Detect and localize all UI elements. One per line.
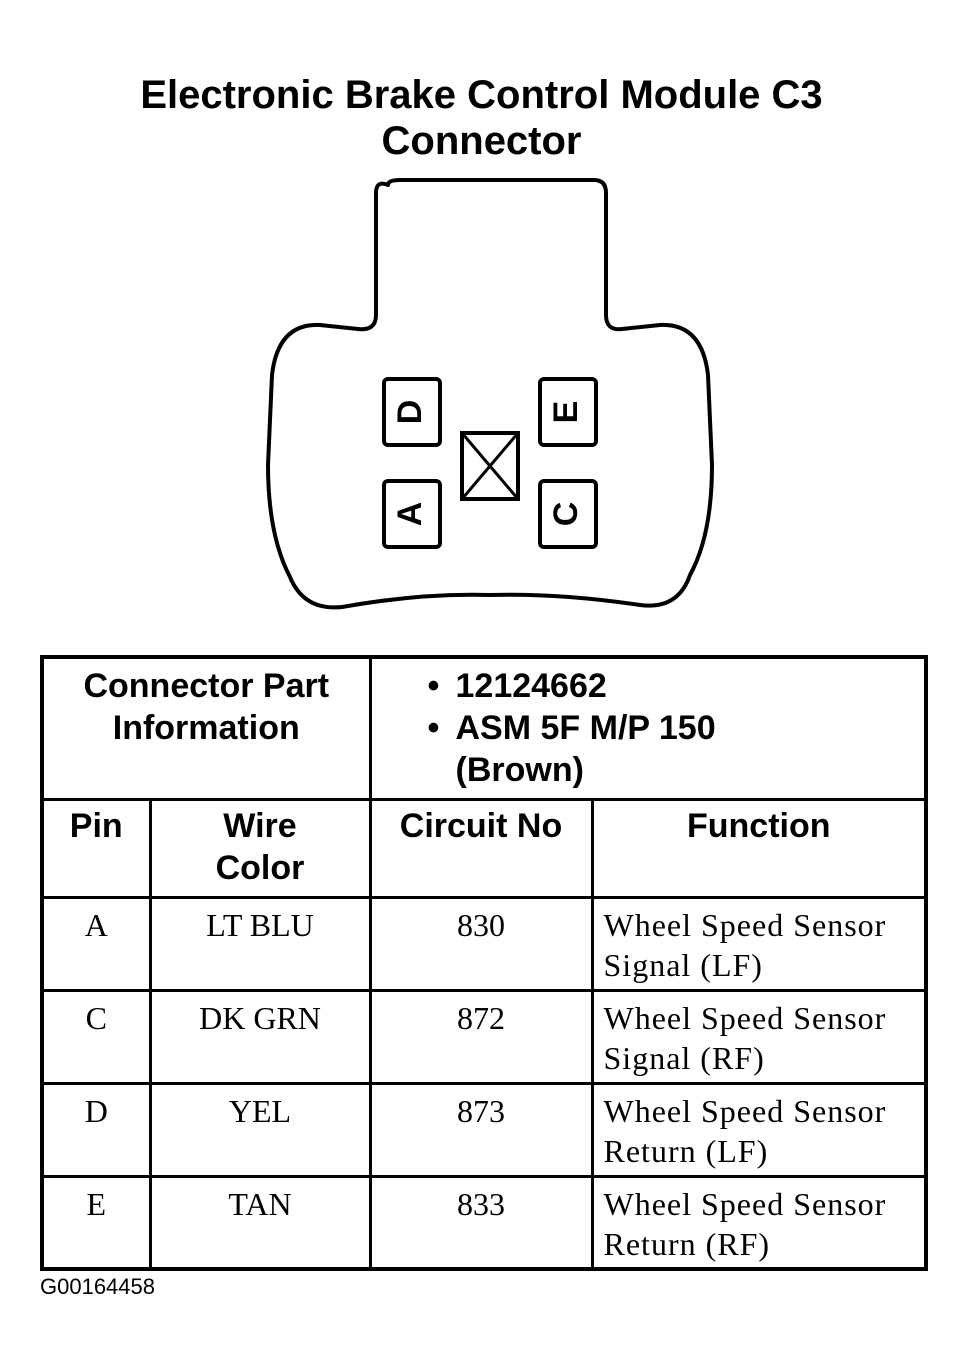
pin-d-label: D	[391, 400, 429, 425]
cell-pin: C	[40, 988, 152, 1085]
cell-function: Wheel Speed Sensor Signal (RF)	[590, 988, 928, 1085]
cell-function: Wheel Speed Sensor Return (LF)	[590, 1081, 928, 1178]
cell-wire-color: YEL	[148, 1081, 372, 1178]
cell-function-line2: Signal (RF)	[603, 1039, 765, 1076]
part-info-row: Connector Part Information •12124662 •AS…	[40, 655, 928, 801]
cell-function: Wheel Speed Sensor Return (RF)	[590, 1174, 928, 1271]
connector-outline	[266, 178, 714, 610]
pin-a-label: A	[391, 502, 429, 527]
cell-wire-color: LT BLU	[148, 895, 372, 992]
part-info-values: •12124662 •ASM 5F M/P 150 (Brown)	[368, 655, 928, 801]
cell-function-line2: Return (LF)	[603, 1132, 769, 1169]
cell-function-line2: Return (RF)	[603, 1225, 771, 1262]
header-circuit-no: Circuit No	[368, 797, 594, 899]
header-function: Function	[590, 797, 928, 899]
table-header-row: Pin Wire Color Circuit No Function	[40, 797, 928, 899]
part-color: (Brown)	[455, 751, 584, 789]
header-pin: Pin	[40, 797, 152, 899]
diagram-title-line2: Connector	[381, 119, 582, 163]
pin-e: E	[538, 377, 598, 447]
cell-circuit-no: 830	[368, 895, 594, 992]
cell-circuit-no: 873	[368, 1081, 594, 1178]
diagram-title-line1: Electronic Brake Control Module C3	[140, 73, 823, 117]
cell-pin: A	[40, 895, 152, 992]
cell-wire-color: DK GRN	[148, 988, 372, 1085]
pin-a: A	[382, 479, 442, 549]
pin-c: C	[538, 479, 598, 549]
figure-id: G00164458	[40, 1274, 155, 1299]
header-wire-color-line1: Wire	[223, 806, 297, 845]
table-row: E TAN 833 Wheel Speed Sensor Return (RF)	[40, 1174, 928, 1271]
part-assembly: ASM 5F M/P 150	[455, 709, 716, 747]
blocked-cavity	[460, 431, 520, 501]
cell-function-line1: Wheel Speed Sensor	[603, 999, 887, 1036]
cell-function-line2: Signal (LF)	[603, 946, 763, 983]
header-wire-color: Wire Color	[148, 797, 372, 899]
part-number: 12124662	[455, 667, 607, 705]
cell-circuit-no: 833	[368, 1174, 594, 1271]
table-row: A LT BLU 830 Wheel Speed Sensor Signal (…	[40, 895, 928, 992]
cell-circuit-no: 872	[368, 988, 594, 1085]
cell-function-line1: Wheel Speed Sensor	[603, 1092, 887, 1129]
cell-function: Wheel Speed Sensor Signal (LF)	[590, 895, 928, 992]
part-info-label: Connector Part Information	[40, 655, 372, 801]
part-info-label-line1: Connector Part	[83, 667, 330, 705]
pin-c-label: C	[547, 502, 585, 527]
part-info-label-line2: Information	[112, 709, 300, 747]
cell-wire-color: TAN	[148, 1174, 372, 1271]
header-wire-color-line2: Color	[215, 848, 305, 887]
table-row: C DK GRN 872 Wheel Speed Sensor Signal (…	[40, 988, 928, 1085]
pin-e-label: E	[547, 401, 585, 424]
pin-d: D	[382, 377, 442, 447]
cell-pin: D	[40, 1081, 152, 1178]
cell-pin: E	[40, 1174, 152, 1271]
table-row: D YEL 873 Wheel Speed Sensor Return (LF)	[40, 1081, 928, 1178]
connector-diagram: D E A C	[266, 178, 714, 610]
cell-function-line1: Wheel Speed Sensor	[603, 906, 887, 943]
cell-function-line1: Wheel Speed Sensor	[603, 1185, 887, 1222]
connector-info-table: Connector Part Information •12124662 •AS…	[40, 655, 929, 1271]
